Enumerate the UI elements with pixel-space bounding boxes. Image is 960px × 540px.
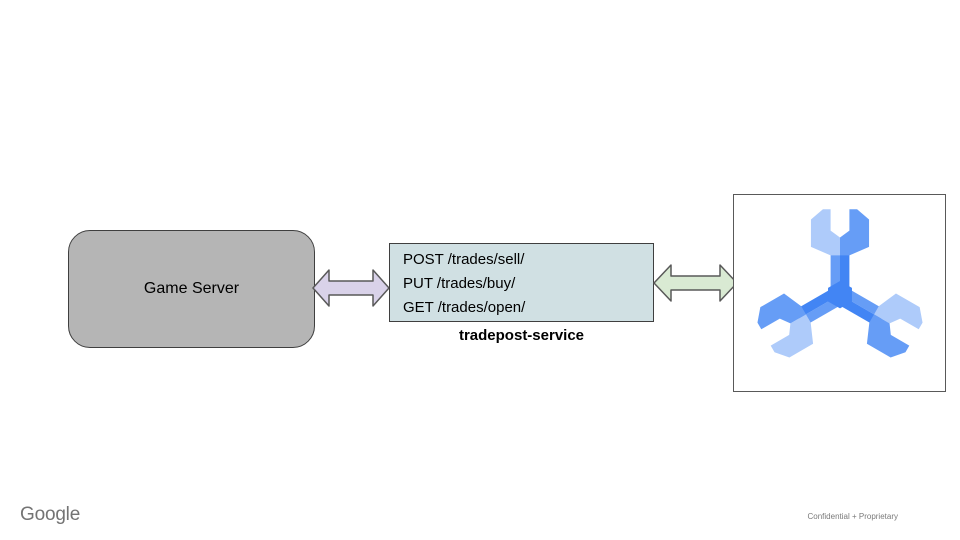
cloud-spanner-icon: [751, 209, 929, 363]
game-server-label: Game Server: [143, 280, 240, 297]
bidirectional-arrow-right[interactable]: [653, 264, 738, 302]
endpoint-line: POST /trades/sell/: [403, 251, 525, 268]
tradepost-service-caption: tradepost-service: [458, 327, 585, 344]
endpoint-line: GET /trades/open/: [403, 299, 526, 316]
arrow-right-shape: [653, 264, 738, 302]
confidentiality-note: Confidential + Proprietary: [807, 512, 899, 521]
endpoint-line: PUT /trades/buy/: [403, 275, 516, 292]
google-logo: Google: [20, 504, 81, 525]
tradepost-service-node[interactable]: POST /trades/sell/ PUT /trades/buy/ GET …: [389, 243, 654, 322]
cloud-spanner-node[interactable]: [733, 194, 946, 392]
game-server-node[interactable]: Game Server: [68, 230, 315, 348]
bidirectional-arrow-left[interactable]: [312, 269, 390, 307]
spanner-center-junction: [828, 281, 852, 309]
arrow-left-shape: [312, 269, 390, 307]
